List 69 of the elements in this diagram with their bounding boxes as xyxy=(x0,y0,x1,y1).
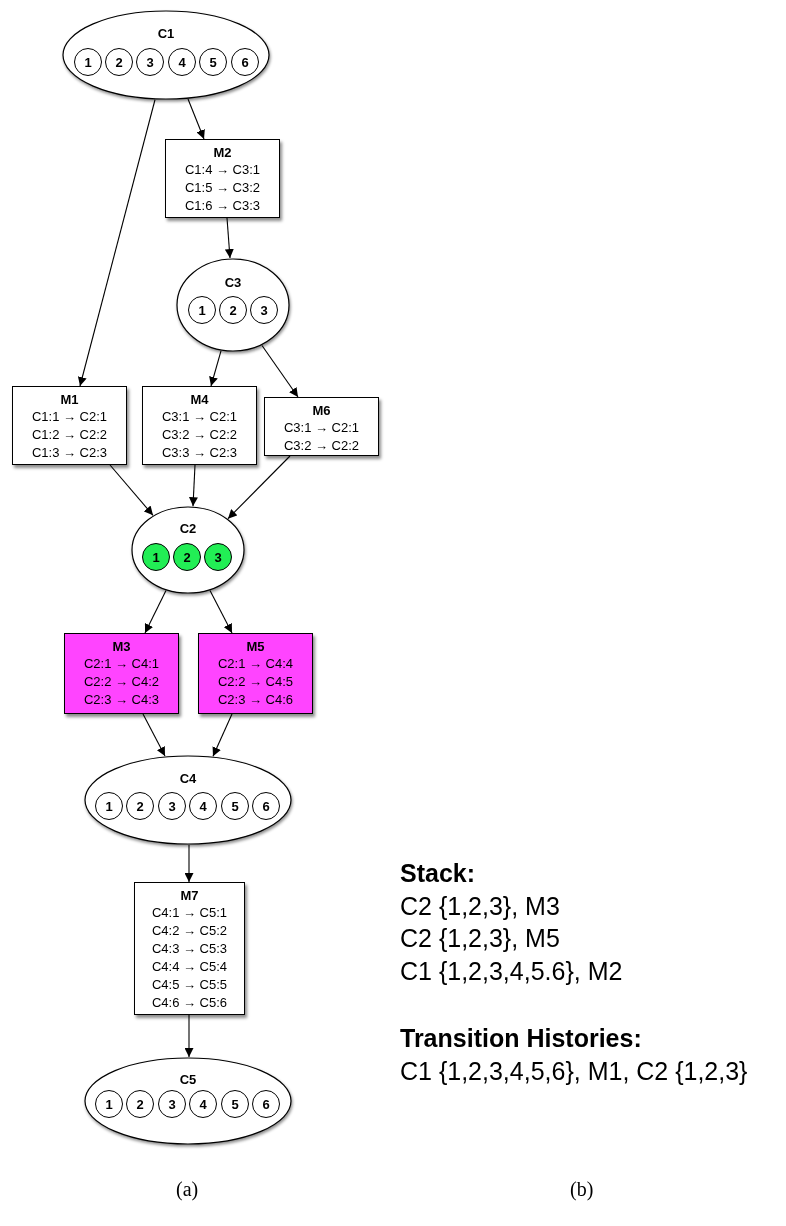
mapping-text: C3:1 → C2:1 xyxy=(283,419,360,437)
mapping-box xyxy=(165,139,280,218)
mapping-text: C2:3 → C4:3 xyxy=(83,691,160,709)
mapping-text: C2:1 → C4:4 xyxy=(217,655,294,673)
mapping-text: C4:3 → C5:3 xyxy=(151,940,228,958)
stack-entry: C1 {1,2,3,4,5.6}, M2 xyxy=(400,956,623,986)
mapping-text: C1:5 → C3:2 xyxy=(184,179,261,197)
section-heading: Stack: xyxy=(400,858,476,888)
box-title: M7 xyxy=(180,887,199,904)
mapping-box xyxy=(12,386,127,465)
mapping-text: C3:2 → C2:2 xyxy=(161,426,238,444)
node-title: C5 xyxy=(178,1072,198,1088)
mapping-box xyxy=(134,882,245,1015)
box-title: M4 xyxy=(190,391,209,408)
arrow xyxy=(209,350,222,387)
box-title: M6 xyxy=(312,402,331,419)
arrow xyxy=(184,844,194,883)
stack-entry: C2 {1,2,3}, M3 xyxy=(400,891,560,921)
mapping-text: C1:1 → C2:1 xyxy=(31,408,108,426)
state-ellipse xyxy=(84,1057,292,1145)
mapping-text: C2:2 → C4:5 xyxy=(217,673,294,691)
mapping-text: C4:1 → C5:1 xyxy=(151,904,228,922)
state-ellipse xyxy=(176,258,290,352)
mapping-text: C2:1 → C4:1 xyxy=(83,655,160,673)
state-ellipse xyxy=(84,755,292,845)
arrow xyxy=(212,713,233,757)
box-title: M2 xyxy=(213,144,232,161)
mapping-text: C4:6 → C5:6 xyxy=(151,994,228,1012)
mapping-text: C4:2 → C5:2 xyxy=(151,922,228,940)
arrow xyxy=(187,98,205,140)
mapping-text: C1:4 → C3:1 xyxy=(184,161,261,179)
arrow xyxy=(142,713,166,757)
arrow xyxy=(224,217,234,259)
mapping-text: C1:2 → C2:2 xyxy=(31,426,108,444)
box-title: M5 xyxy=(246,638,265,655)
panel-caption: (b) xyxy=(570,1178,594,1201)
state-ellipse xyxy=(62,10,270,100)
box-title: M3 xyxy=(112,638,131,655)
section-heading: Transition Histories: xyxy=(400,1023,642,1053)
arrow xyxy=(144,590,167,634)
node-title: C2 xyxy=(178,521,198,537)
mapping-text: C3:3 → C2:3 xyxy=(161,444,238,462)
mapping-text: C3:1 → C2:1 xyxy=(161,408,238,426)
mapping-text: C3:2 → C2:2 xyxy=(283,437,360,455)
arrow xyxy=(209,590,233,634)
arrow xyxy=(261,344,299,398)
state-ellipse xyxy=(131,506,245,594)
mapping-text: C4:5 → C5:5 xyxy=(151,976,228,994)
node-title: C3 xyxy=(223,274,243,290)
mapping-box xyxy=(264,397,379,456)
node-title: C1 xyxy=(156,25,176,41)
node-title: C4 xyxy=(178,770,198,786)
mapping-box xyxy=(64,633,179,714)
mapping-text: C1:3 → C2:3 xyxy=(31,444,108,462)
arrow xyxy=(227,455,291,520)
box-title: M1 xyxy=(60,391,79,408)
arrow xyxy=(184,1014,194,1058)
history-entry: C1 {1,2,3,4,5,6}, M1, C2 {1,2,3} xyxy=(400,1056,748,1086)
stack-entry: C2 {1,2,3}, M5 xyxy=(400,923,560,953)
mapping-box xyxy=(142,386,257,465)
arrow xyxy=(109,464,154,516)
arrow xyxy=(77,99,156,387)
mapping-box xyxy=(198,633,313,714)
mapping-text: C2:2 → C4:2 xyxy=(83,673,160,691)
panel-caption: (a) xyxy=(176,1178,199,1201)
mapping-text: C1:6 → C3:3 xyxy=(184,197,261,215)
mapping-text: C2:3 → C4:6 xyxy=(217,691,294,709)
mapping-text: C4:4 → C5:4 xyxy=(151,958,228,976)
arrow xyxy=(188,464,198,507)
